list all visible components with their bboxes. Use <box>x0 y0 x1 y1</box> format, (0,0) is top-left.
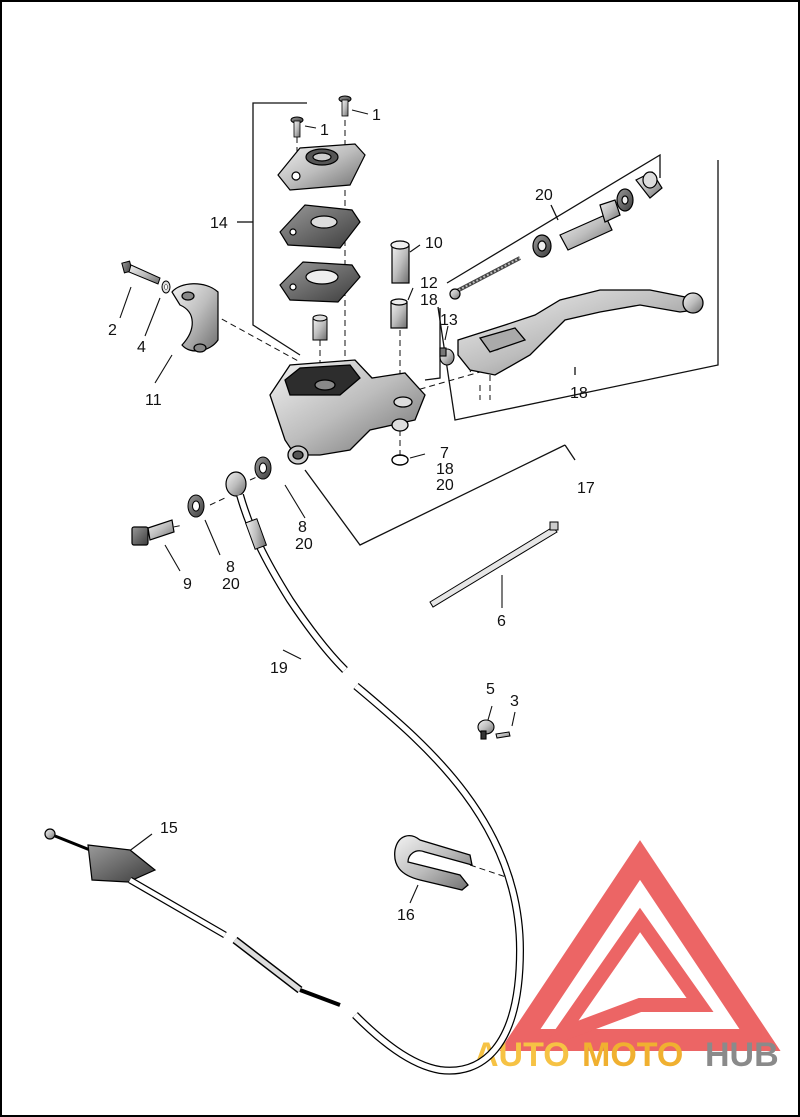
callout-12: 12 <box>420 275 438 292</box>
watermark-logo <box>499 840 781 1051</box>
master-cylinder-body <box>269 359 426 465</box>
callout-8b: 8 <box>226 559 235 576</box>
bracket-18 <box>437 160 719 421</box>
watermark-text: AUTO MOTO HUB <box>474 1036 779 1074</box>
callout-8b-20: 20 <box>222 576 240 593</box>
screw-1a <box>338 95 352 117</box>
callout-14: 14 <box>210 215 228 232</box>
bracket-14 <box>252 102 307 356</box>
callout-2: 2 <box>108 322 117 339</box>
banjo-bolt-9 <box>131 519 175 546</box>
bushing-12 <box>390 298 408 329</box>
piston-assembly-20 <box>532 171 663 258</box>
clamp-11 <box>171 283 219 353</box>
spring-20 <box>449 256 521 300</box>
callout-9: 9 <box>183 576 192 593</box>
callout-19: 19 <box>270 660 288 677</box>
brake-hose-19 <box>225 471 348 673</box>
bracket-20 <box>446 153 661 284</box>
clamp-bolt-2 <box>121 260 161 285</box>
washer-8b <box>254 456 272 480</box>
diaphragm-plate <box>279 204 361 249</box>
washer-8a <box>187 494 205 518</box>
callout-12-18: 18 <box>420 292 438 309</box>
callout-4: 4 <box>137 339 146 356</box>
callout-16: 16 <box>397 907 415 924</box>
callout-1b: 1 <box>320 122 329 139</box>
diaphragm <box>279 261 361 303</box>
callout-7-18: 18 <box>436 461 454 478</box>
hose-bracket-16 <box>394 835 473 891</box>
callout-18: 18 <box>570 385 588 402</box>
cable-end-15 <box>44 828 341 1007</box>
cable-tie-6 <box>429 521 559 608</box>
washer-4 <box>161 280 171 294</box>
callout-8a: 8 <box>298 519 307 536</box>
callout-1a: 1 <box>372 107 381 124</box>
callout-3: 3 <box>510 693 519 710</box>
callout-17: 17 <box>577 480 595 497</box>
pushrod-13 <box>439 347 455 366</box>
callout-8a-20: 20 <box>295 536 313 553</box>
callout-7-20: 20 <box>436 477 454 494</box>
callout-7: 7 <box>440 445 449 462</box>
reservoir-cover <box>277 143 366 191</box>
piston-insert <box>312 314 328 341</box>
callout-leaders <box>119 109 516 904</box>
callout-10: 10 <box>425 235 443 252</box>
pivot-pin-10 <box>390 240 410 284</box>
lever-18 <box>457 289 704 376</box>
watermark-hub: HUB <box>705 1036 779 1074</box>
callout-6: 6 <box>497 613 506 630</box>
watermark-moto: MOTO <box>582 1036 683 1074</box>
screw-1b <box>290 116 304 138</box>
retaining-ring-7 <box>391 454 409 466</box>
bracket-17 <box>304 444 566 546</box>
cable-lower <box>352 682 525 1075</box>
callout-labels: 1 1 14 20 10 12 18 13 2 4 11 18 7 18 20 … <box>108 107 595 924</box>
callout-15: 15 <box>160 820 178 837</box>
callout-20: 20 <box>535 187 553 204</box>
callout-5: 5 <box>486 681 495 698</box>
clip-5 <box>477 719 495 740</box>
screw-3 <box>495 731 511 739</box>
callout-11: 11 <box>145 392 162 409</box>
callout-13: 13 <box>440 312 458 329</box>
